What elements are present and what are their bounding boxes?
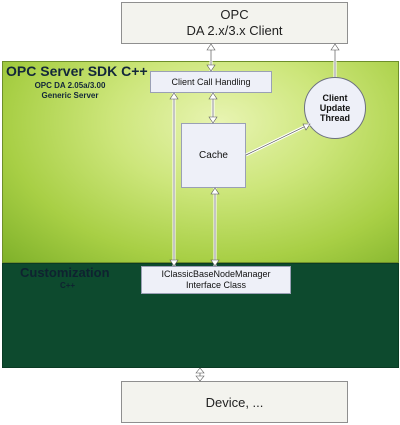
- arrowhead-up-cache: [210, 187, 220, 195]
- arrowhead-up-call: [208, 92, 218, 100]
- opc-client-line2: DA 2.x/3.x Client: [186, 23, 283, 38]
- server-panel-subtitle: OPC DA 2.05a/3.00 Generic Server: [20, 81, 120, 101]
- server-subtitle-line2: Generic Server: [41, 91, 99, 100]
- device-label: Device, ...: [205, 394, 264, 410]
- arrowhead-up-thread-client: [330, 43, 340, 51]
- update-thread-line3: Thread: [319, 113, 350, 123]
- cache-label: Cache: [199, 150, 228, 161]
- cache-box: Cache: [181, 123, 246, 188]
- server-panel-title: OPC Server SDK C++: [6, 63, 148, 79]
- update-thread-line1: Client: [322, 93, 348, 103]
- client-call-handling-label: Client Call Handling: [171, 76, 251, 87]
- arrowhead-up-client: [206, 43, 216, 51]
- customization-subtitle: C++: [59, 281, 76, 290]
- interface-class-line2: Interface Class: [185, 280, 247, 290]
- customization-title: Customization: [20, 265, 110, 280]
- arrowhead-down-cache: [208, 116, 218, 124]
- opc-client-line1: OPC: [220, 7, 249, 22]
- interface-class-line1: IClassicBaseNodeManager: [161, 269, 271, 279]
- client-update-thread-circle: Client Update Thread: [304, 77, 366, 139]
- arrowhead-to-thread: [302, 123, 311, 131]
- arrowhead-down-device: [195, 375, 205, 382]
- opc-client-box: OPC DA 2.x/3.x Client: [121, 2, 348, 44]
- interface-class-box: IClassicBaseNodeManager Interface Class: [141, 266, 291, 294]
- device-box: Device, ...: [121, 381, 348, 423]
- update-thread-line2: Update: [319, 103, 351, 113]
- arrowhead-down-interface: [210, 259, 220, 267]
- arrowhead-down-interface-left: [169, 259, 179, 267]
- arrowhead-down-call: [206, 64, 216, 72]
- server-subtitle-line1: OPC DA 2.05a/3.00: [34, 81, 106, 90]
- arrowhead-up-call-left: [169, 92, 179, 100]
- arrowhead-up-device: [195, 367, 205, 374]
